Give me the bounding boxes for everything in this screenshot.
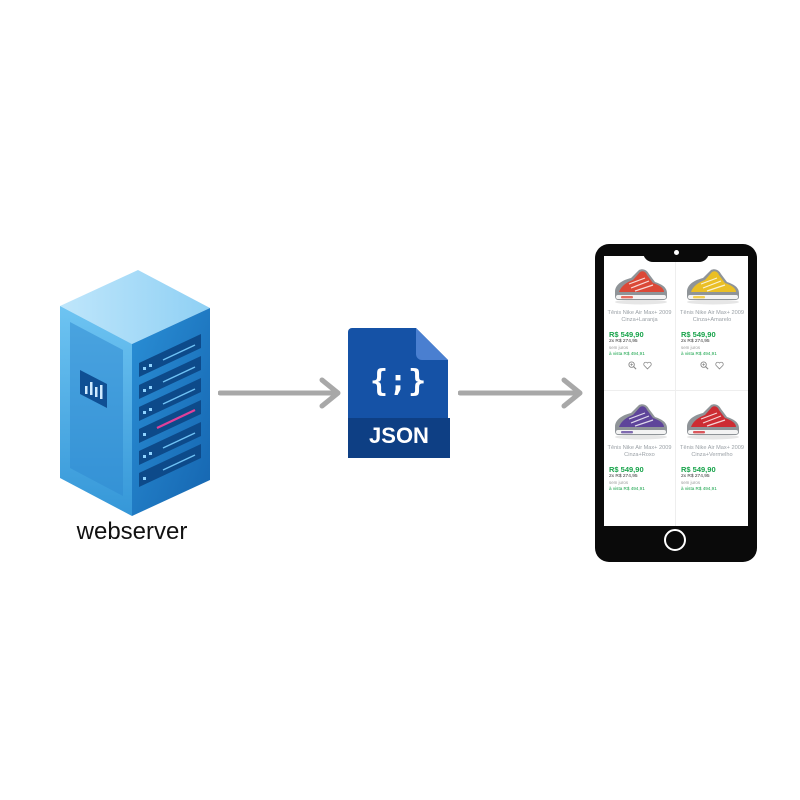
no-interest-text: sem juros [681, 345, 701, 350]
product-price: R$ 549,90 [609, 330, 644, 339]
webserver-caption: webserver [76, 518, 188, 545]
sneaker-image [687, 269, 739, 305]
cash-price-text: à vista R$ 494,91 [681, 485, 717, 491]
product-grid: Tênis Nike Air Max+ 2009 Cinza+Laranja R… [604, 256, 748, 526]
product-name: Tênis Nike Air Max+ 2009 Cinza+Amarelo [680, 310, 744, 323]
product-card[interactable]: Tênis Nike Air Max+ 2009 Cinza+Amarelo R… [676, 256, 748, 391]
json-braces-glyph: {;} [370, 364, 428, 399]
heart-icon[interactable] [715, 361, 724, 370]
installments-text: 2x R$ 274,95 [681, 474, 710, 479]
camera-icon [674, 250, 679, 255]
product-name: Tênis Nike Air Max+ 2009 Cinza+Laranja [607, 310, 672, 323]
json-file-icon: {;} JSON [348, 328, 450, 460]
arrow-right-icon [218, 377, 341, 409]
sneaker-image [614, 269, 667, 305]
installments-text: 2x R$ 274,95 [609, 474, 638, 479]
product-card[interactable]: Tênis Nike Air Max+ 2009 Cinza+Roxo R$ 5… [604, 391, 676, 526]
product-card[interactable]: Tênis Nike Air Max+ 2009 Cinza+Vermelho … [676, 391, 748, 526]
product-price: R$ 549,90 [681, 330, 716, 339]
sneaker-image [687, 404, 739, 440]
sneaker-image [614, 404, 667, 440]
cash-price-text: à vista R$ 494,91 [609, 350, 645, 356]
no-interest-text: sem juros [609, 345, 629, 350]
webserver-icon [60, 270, 210, 516]
smartphone: Tênis Nike Air Max+ 2009 Cinza+Laranja R… [595, 244, 757, 562]
product-card[interactable]: Tênis Nike Air Max+ 2009 Cinza+Laranja R… [604, 256, 676, 391]
product-name: Tênis Nike Air Max+ 2009 Cinza+Vermelho [680, 445, 744, 458]
product-name: Tênis Nike Air Max+ 2009 Cinza+Roxo [607, 445, 672, 458]
cash-price-text: à vista R$ 494,91 [609, 485, 645, 491]
zoom-icon[interactable] [627, 360, 637, 370]
installments-text: 2x R$ 274,95 [681, 339, 710, 344]
cash-price-text: à vista R$ 494,91 [681, 350, 717, 356]
home-button[interactable] [664, 529, 686, 551]
no-interest-text: sem juros [681, 480, 701, 485]
phone-screen: Tênis Nike Air Max+ 2009 Cinza+Laranja R… [604, 256, 748, 526]
product-price: R$ 549,90 [681, 465, 716, 474]
product-price: R$ 549,90 [609, 465, 644, 474]
heart-icon[interactable] [642, 361, 652, 370]
arrow-right-icon [458, 377, 583, 409]
installments-text: 2x R$ 274,95 [609, 339, 638, 344]
no-interest-text: sem juros [609, 480, 629, 485]
json-label: JSON [369, 423, 429, 448]
zoom-icon[interactable] [700, 360, 709, 370]
